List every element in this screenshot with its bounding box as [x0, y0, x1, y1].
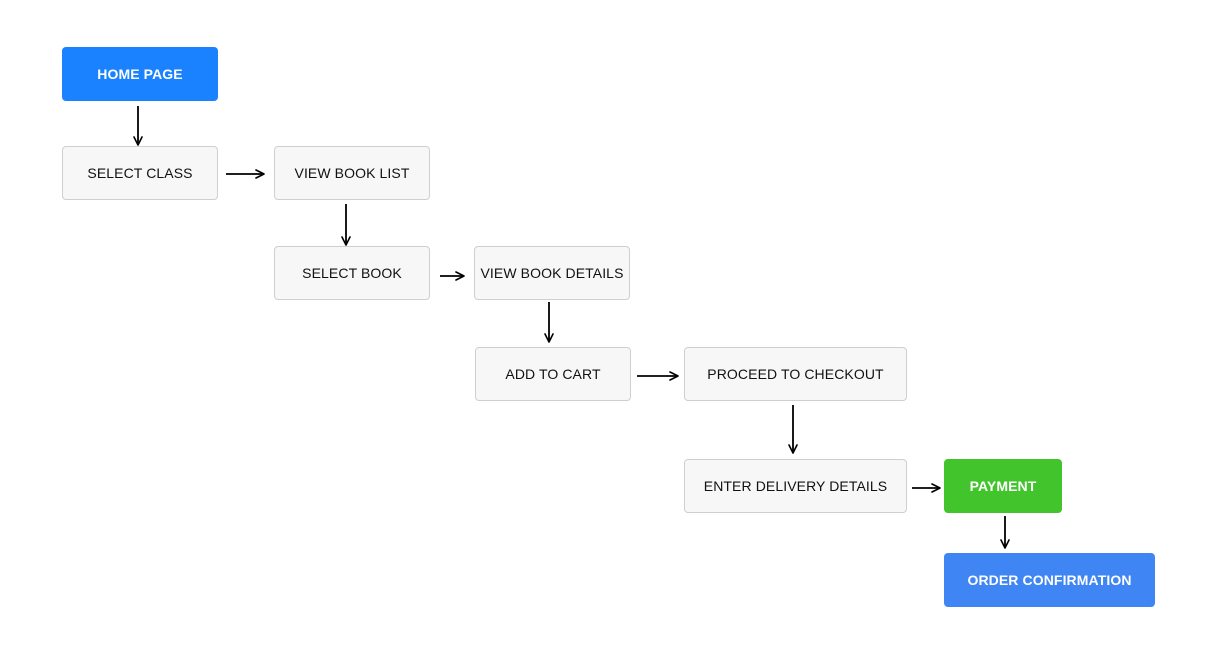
add-to-cart-node[interactable]: ADD TO CART	[475, 347, 631, 401]
view-book-list-node[interactable]: VIEW BOOK LIST	[274, 146, 430, 200]
select-book-node[interactable]: SELECT BOOK	[274, 246, 430, 300]
view-book-details-node[interactable]: VIEW BOOK DETAILS	[474, 246, 630, 300]
proceed-to-checkout-node[interactable]: PROCEED TO CHECKOUT	[684, 347, 907, 401]
select-class-node[interactable]: SELECT CLASS	[62, 146, 218, 200]
payment-node[interactable]: PAYMENT	[944, 459, 1062, 513]
order-confirmation-node[interactable]: ORDER CONFIRMATION	[944, 553, 1155, 607]
enter-delivery-details-node[interactable]: ENTER DELIVERY DETAILS	[684, 459, 907, 513]
home-page-node[interactable]: HOME PAGE	[62, 47, 218, 101]
